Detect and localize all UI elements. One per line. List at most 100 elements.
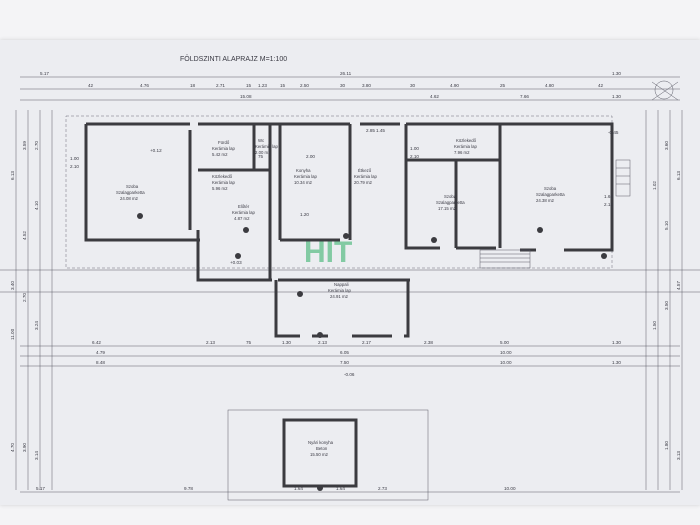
svg-text:24.91 m2: 24.91 m2 [330, 294, 349, 299]
svg-text:7.96 m2: 7.96 m2 [454, 150, 470, 155]
dim-label: 26.11 [340, 71, 352, 76]
room-label: Fürdő Kerámia lap 5.42 m2 [212, 140, 236, 157]
dim-label: 4.10 [34, 201, 39, 210]
svg-text:Konyha: Konyha [296, 168, 311, 173]
dim-label: 1.30 [612, 71, 621, 76]
room-label: Nappali Kerámia lap 24.91 m2 [328, 282, 352, 299]
dim-label: 7.66 [520, 94, 529, 99]
svg-text:Kerámia lap: Kerámia lap [354, 174, 378, 179]
dim-label: 5.17 [36, 486, 45, 491]
dim-label: 2.00 [306, 154, 315, 159]
dim-label: 1.64 [336, 486, 345, 491]
dim-label: 4.80 [545, 83, 554, 88]
dim-label: 75 [258, 154, 264, 159]
dim-label: 4.90 [450, 83, 459, 88]
dim-label: 2.10 [410, 154, 419, 159]
dim-label: 9.78 [184, 486, 193, 491]
dim-label: 2.10 [70, 164, 79, 169]
building-walls [84, 122, 614, 488]
dim-label: 2.13 [318, 340, 327, 345]
dim-label: 3.13 [676, 451, 681, 460]
dim-label: 4.62 [430, 94, 439, 99]
svg-text:2.00 m2: 2.00 m2 [255, 150, 271, 155]
room-label: Közlekedő Kerámia lap 5.96 m2 [212, 174, 236, 191]
svg-text:Kerámia lap: Kerámia lap [232, 210, 256, 215]
dim-label: 6.42 [92, 340, 101, 345]
dim-label: 2.10 [604, 202, 613, 207]
dim-label: 30 [340, 83, 346, 88]
dim-label: +0.03 [230, 260, 242, 265]
dim-label: 7.50 [340, 360, 349, 365]
left-vertical-dimensions: 6.13 3.59 2.70 4.10 4.52 3.40 2.70 11.00… [10, 141, 39, 460]
room-label: Közlekedő Kerámia lap 7.96 m2 [454, 138, 478, 155]
dim-label: 1.80 [664, 441, 669, 450]
svg-text:Szalagparketta: Szalagparketta [536, 192, 565, 197]
bottom-dimensions: 5.17 9.78 1.64 1.64 2.73 10.00 [36, 486, 516, 491]
dim-label: 2.17 [362, 340, 371, 345]
svg-text:Wc: Wc [258, 138, 265, 143]
dim-label: 3.60 [664, 141, 669, 150]
svg-text:5.96 m2: 5.96 m2 [212, 186, 228, 191]
dim-label: 1.30 [282, 340, 291, 345]
svg-text:Szoba: Szoba [544, 186, 557, 191]
dim-label: 2.71 [216, 83, 225, 88]
dim-label: 75 [246, 340, 252, 345]
svg-text:17.15 m2: 17.15 m2 [438, 206, 457, 211]
dim-label: 4.79 [96, 350, 105, 355]
room-label: Konyha Kerámia lap 10.34 m2 [294, 168, 318, 185]
dim-label: 2.73 [378, 486, 387, 491]
dim-label: 42 [88, 83, 94, 88]
dim-label: 15 [280, 83, 286, 88]
dim-label: 2.13 [206, 340, 215, 345]
dimension-lines [0, 76, 700, 493]
dim-label: 1.30 [612, 340, 621, 345]
dim-label: 1.23 [258, 83, 267, 88]
svg-text:Kerámia lap: Kerámia lap [454, 144, 478, 149]
room-label: Szoba Szalagparketta 17.15 m2 [436, 194, 465, 211]
svg-text:Kerámia lap: Kerámia lap [294, 174, 318, 179]
opening-labels: 2.85 1.45 1.00 2.10 2.00 1.20 1.00 75 2.… [70, 128, 619, 377]
svg-text:24.38 m2: 24.38 m2 [536, 198, 555, 203]
dim-label: 2.85 [366, 128, 375, 133]
svg-text:Nappali: Nappali [334, 282, 349, 287]
dim-label: 5.10 [664, 221, 669, 230]
dim-label: 4.76 [140, 83, 149, 88]
svg-text:Előtér: Előtér [238, 204, 250, 209]
top-dimensions-row-3: 15.08 4.62 7.66 1.30 [240, 94, 621, 99]
room-label: Nyári konyha Beton 15.50 m2 [308, 440, 334, 457]
dim-label: 10.00 [500, 360, 512, 365]
room-label: Wc Kerámia lap 2.00 m2 [255, 138, 279, 155]
dim-label: 8.48 [96, 360, 105, 365]
svg-text:Kerámia lap: Kerámia lap [212, 180, 236, 185]
dim-label: 1.64 [294, 486, 303, 491]
dim-label: 1.20 [300, 212, 309, 217]
dim-label: 2.50 [300, 83, 309, 88]
top-dimensions-row-1: 5.17 26.11 1.30 [40, 71, 621, 76]
dim-label: 3.80 [362, 83, 371, 88]
plan-title: FÖLDSZINTI ALAPRAJZ M=1:100 [180, 55, 287, 63]
dim-label: 1.00 [70, 156, 79, 161]
svg-text:Szoba: Szoba [444, 194, 457, 199]
dim-label: 2.70 [34, 141, 39, 150]
steps [479, 159, 631, 269]
svg-text:10.34 m2: 10.34 m2 [294, 180, 313, 185]
dim-label: -0.45 [608, 130, 619, 135]
dim-label: 6.05 [340, 350, 349, 355]
dim-label: 1.30 [612, 94, 621, 99]
room-label: Előtér Kerámia lap 4.87 m2 [232, 204, 256, 221]
dim-label: 4.70 [10, 443, 15, 452]
svg-text:5.42 m2: 5.42 m2 [212, 152, 228, 157]
svg-text:Közlekedő: Közlekedő [212, 174, 233, 179]
room-label: Szoba Szalagparketta 24.38 m2 [536, 186, 565, 203]
dim-label: +0.12 [150, 148, 162, 153]
dim-label: 2.70 [22, 293, 27, 302]
dim-label: 3.90 [22, 443, 27, 452]
svg-text:Fürdő: Fürdő [218, 140, 230, 145]
dim-label: 30 [410, 83, 416, 88]
dim-label: 2.38 [424, 340, 433, 345]
dim-label: 5.00 [500, 340, 509, 345]
dim-label: 1.00 [410, 146, 419, 151]
north-arrow-icon [651, 80, 679, 101]
dim-label: 1.02 [652, 181, 657, 190]
svg-text:Kerámia lap: Kerámia lap [255, 144, 279, 149]
